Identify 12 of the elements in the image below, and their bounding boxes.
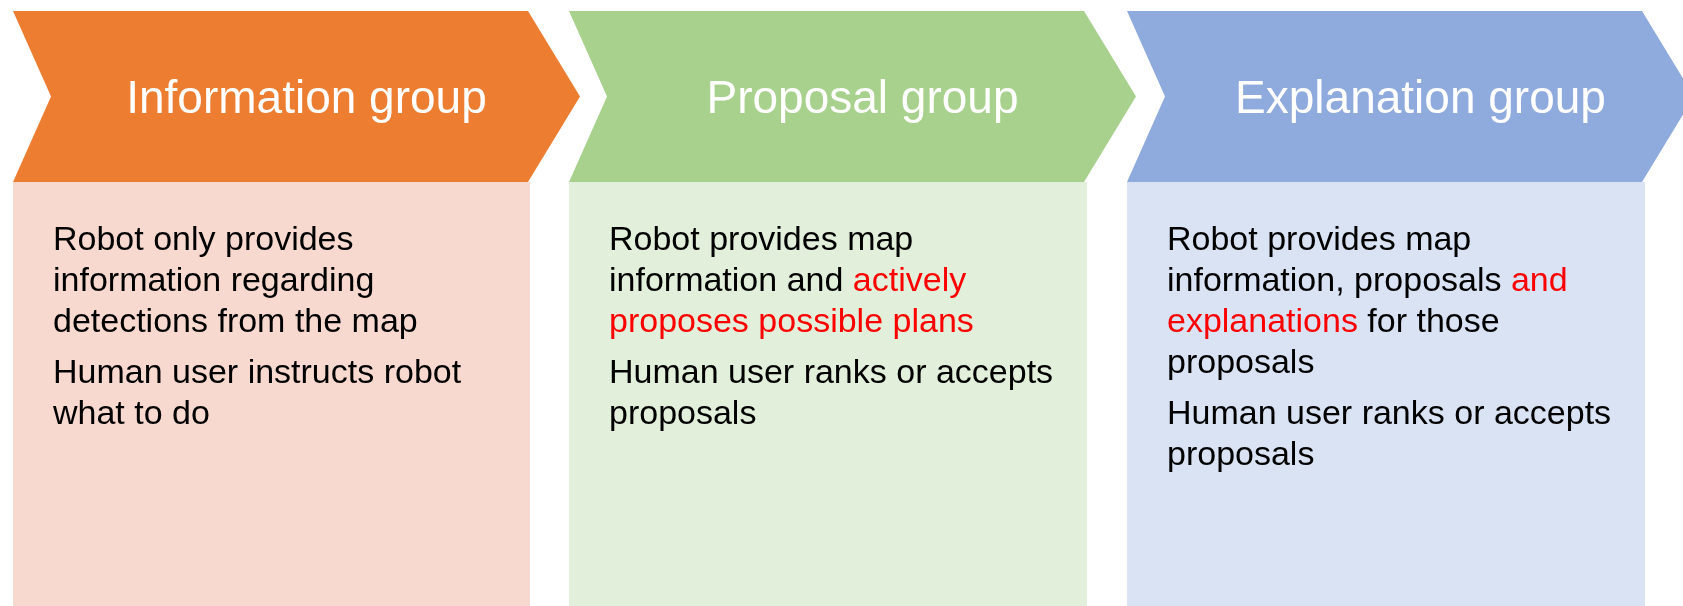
text-panel: [569, 182, 1087, 606]
panel-text: Robot only provides information regarding detections from the map: [53, 218, 419, 341]
panel-text: Human user ranks or accepts proposals: [1167, 392, 1613, 474]
panel-text: Human user instructs robot what to do: [53, 351, 463, 433]
text-panel: [13, 182, 530, 606]
chevron-heading: Proposal group: [706, 69, 1019, 124]
panel-text: Human user ranks or accepts proposals: [609, 351, 1055, 433]
panel-text: Robot provides map information, proposals and explanations for those proposals: [1167, 218, 1569, 382]
chevron-heading: Explanation group: [1235, 69, 1606, 124]
text-panel: [1127, 182, 1645, 606]
chevron-heading: Information group: [126, 69, 487, 124]
panel-text: Robot provides map information and actively proposes possible plans: [609, 218, 975, 341]
